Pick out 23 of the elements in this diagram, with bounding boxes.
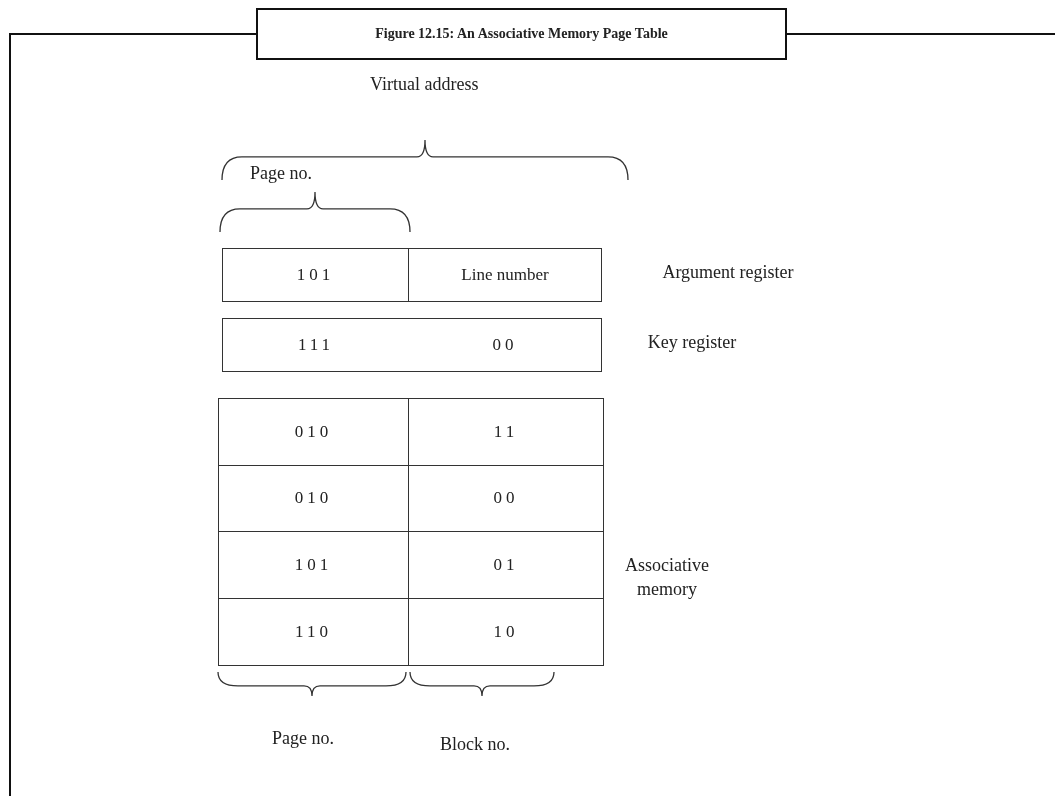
register-box	[222, 318, 602, 372]
cell-value: 01	[493, 554, 519, 575]
register-label: Key register	[646, 331, 738, 354]
cell-value: 00	[492, 335, 518, 355]
cell-value: 101	[296, 265, 335, 285]
cell-value: 111	[297, 335, 335, 355]
cell-value: 010	[294, 488, 333, 509]
cell-value: Line number	[461, 265, 549, 285]
register-label: Associative memory	[624, 554, 710, 602]
register-box	[218, 398, 604, 666]
cell-value: 101	[294, 554, 333, 575]
register-box	[222, 248, 602, 302]
brace-label: Block no.	[440, 734, 510, 755]
cell-value: 010	[294, 421, 333, 442]
figure-title: Figure 12.15: An Associative Memory Page Table	[375, 26, 668, 42]
cell-value: 110	[295, 621, 332, 642]
cell-value: 10	[493, 621, 519, 642]
brace-label: Page no.	[250, 163, 312, 184]
cell-value: 00	[493, 488, 519, 509]
brace-label: Virtual address	[370, 74, 479, 95]
register-label: Argument register	[661, 261, 795, 284]
brace-label: Page no.	[272, 728, 334, 749]
cell-value: 11	[493, 421, 519, 442]
